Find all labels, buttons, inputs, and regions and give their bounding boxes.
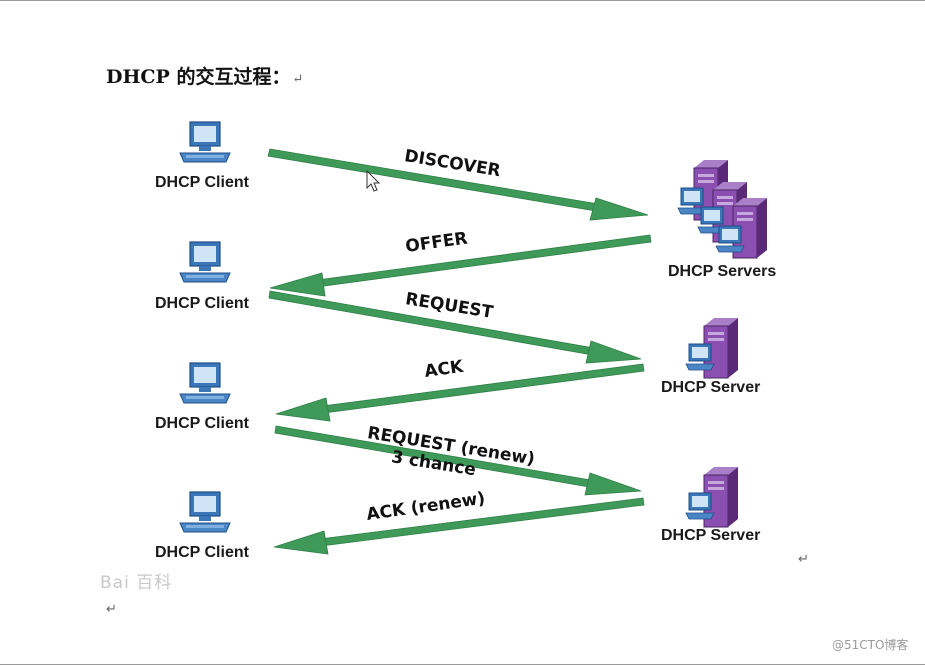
discover-arrow xyxy=(267,148,649,221)
server-icon xyxy=(685,466,739,528)
computer-icon xyxy=(179,241,231,283)
server-label: DHCP Server xyxy=(661,379,761,396)
client-label: DHCP Client xyxy=(155,415,249,432)
ack-renew-arrow xyxy=(273,497,645,555)
paragraph-mark: ↵ xyxy=(798,552,809,567)
offer-arrow xyxy=(269,234,652,297)
server-cluster-icon xyxy=(677,159,768,259)
baike-watermark: Bai 百科 xyxy=(100,573,173,593)
server-label: DHCP Server xyxy=(661,527,761,544)
computer-icon xyxy=(179,362,231,404)
paragraph-mark: ↵ xyxy=(106,602,117,617)
blog-watermark: @51CTO博客 xyxy=(832,638,909,652)
request-arrow xyxy=(268,290,642,364)
client-label: DHCP Client xyxy=(155,295,249,312)
server-label: DHCP Servers xyxy=(668,263,777,280)
ack-arrow xyxy=(275,363,645,422)
computer-icon xyxy=(179,491,231,533)
title-text: DHCP 的交互过程： xyxy=(106,66,291,88)
paragraph-mark: ↵ xyxy=(292,72,304,87)
client-label: DHCP Client xyxy=(155,174,249,191)
server-icon xyxy=(685,317,739,379)
computer-icon xyxy=(179,121,231,163)
request-renew-arrow xyxy=(274,425,642,496)
page-title: DHCP 的交互过程：↵ xyxy=(106,62,303,89)
mouse-cursor-icon xyxy=(366,169,381,192)
client-label: DHCP Client xyxy=(155,544,249,561)
